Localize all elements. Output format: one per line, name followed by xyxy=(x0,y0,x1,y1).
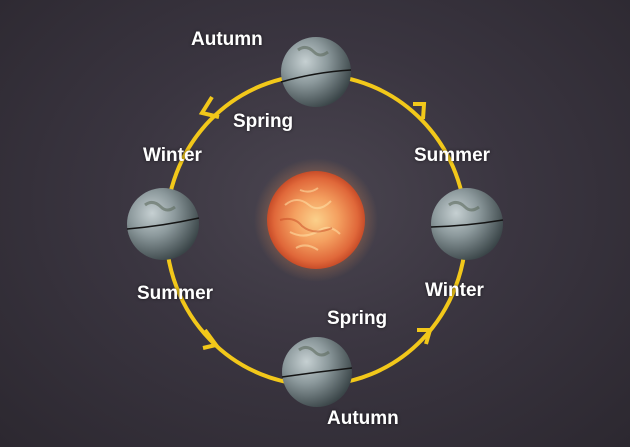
orbit-arrow-bottom-right xyxy=(417,328,433,345)
label-left-south: Summer xyxy=(137,283,214,304)
orbit-arrow-top-right xyxy=(413,102,427,120)
sun-icon xyxy=(254,158,378,282)
earth-left-icon xyxy=(126,188,200,260)
label-right-north: Summer xyxy=(414,145,491,166)
label-bottom-south: Autumn xyxy=(327,408,399,429)
label-top-north: Autumn xyxy=(191,29,263,50)
label-right-south: Winter xyxy=(425,280,484,301)
label-top-south: Spring xyxy=(233,111,294,132)
orbit-arrow-top-left xyxy=(198,95,220,119)
label-left-north: Winter xyxy=(143,145,202,166)
orbit-arrow-bottom-left xyxy=(202,328,220,350)
earth-right-icon xyxy=(430,188,504,260)
earth-top-icon xyxy=(280,37,352,107)
earth-bottom-icon xyxy=(281,337,353,407)
label-bottom-north: Spring xyxy=(327,308,388,329)
